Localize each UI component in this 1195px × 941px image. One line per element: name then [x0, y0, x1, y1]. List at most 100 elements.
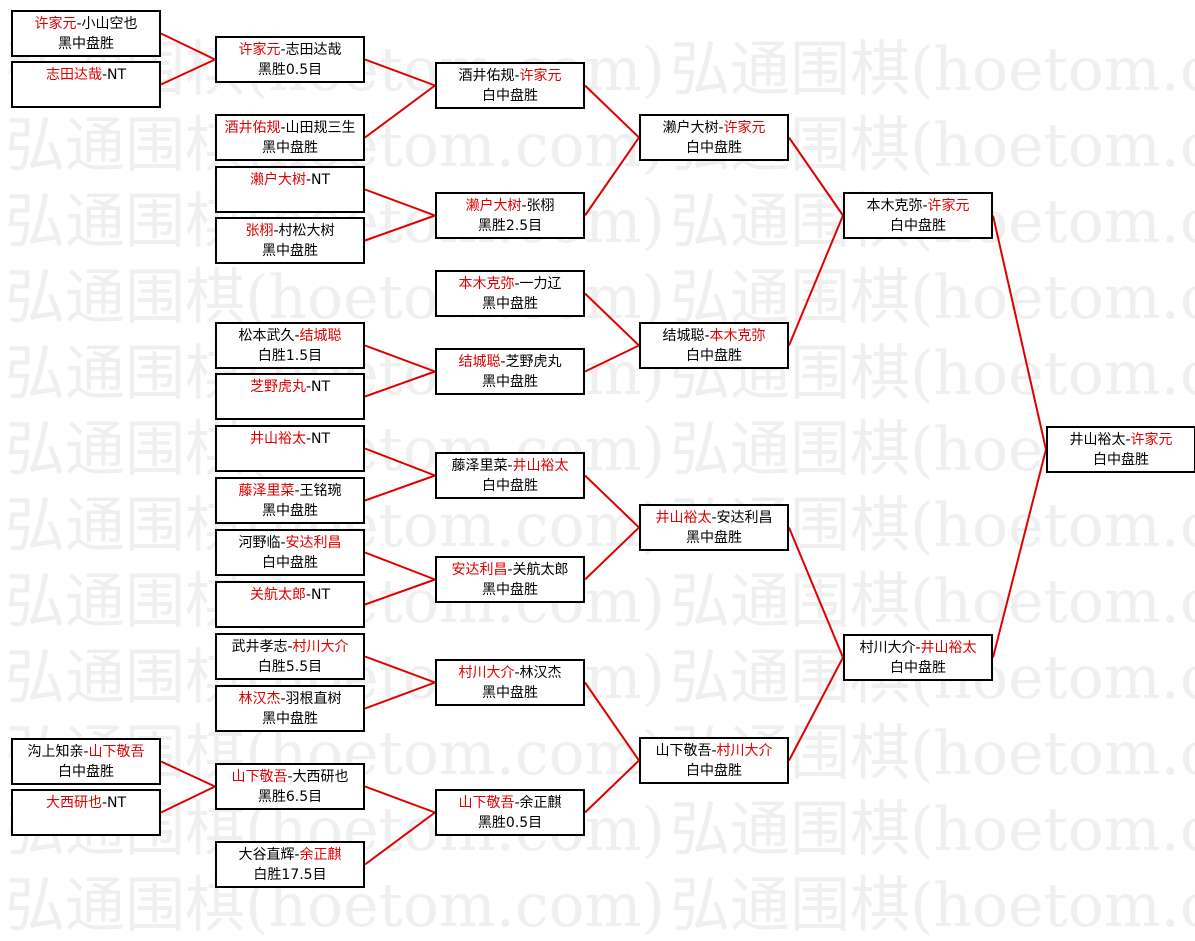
winner-name: 本木克弥 — [709, 328, 766, 344]
player-name: 关航太郎 — [512, 562, 569, 578]
match-box: 武井孝志-村川大介白胜5.5目 — [215, 633, 365, 680]
match-box: 张栩-村松大树黑中盘胜 — [215, 217, 365, 264]
connector-line — [364, 188, 436, 217]
match-players: 本木克弥-一力辽 — [437, 274, 583, 294]
match-box: 藤泽里菜-王铭琬黑中盘胜 — [215, 477, 365, 524]
match-result: 白中盘胜 — [686, 763, 742, 779]
match-players: 结城聪-芝野虎丸 — [437, 352, 583, 372]
bracket-connectors — [160, 32, 1047, 866]
match-result — [217, 397, 363, 417]
match-box: 河野临-安达利昌白中盘胜 — [215, 529, 365, 576]
match-box: 许家元-小山空也黑中盘胜 — [11, 10, 161, 57]
player-name: 本木克弥 — [866, 198, 923, 214]
connector-line — [584, 136, 640, 217]
player-name: 大西研也 — [292, 769, 349, 785]
match-players: 山下敬吾-余正麒 — [437, 793, 583, 813]
match-result: 白中盘胜 — [262, 555, 318, 571]
player-separator: - — [711, 743, 717, 759]
player-name: 山下敬吾 — [655, 743, 712, 759]
match-result — [217, 449, 363, 469]
player-name: 大谷直辉 — [238, 847, 295, 863]
match-result: 黑中盘胜 — [262, 243, 318, 259]
match-box: 大西研也-NT — [11, 789, 161, 836]
player-separator: - — [704, 328, 710, 344]
player-name: 武井孝志 — [231, 639, 288, 655]
player-separator: - — [280, 535, 286, 551]
match-players: 酒井佑规-许家元 — [437, 66, 583, 86]
match-players: 张栩-村松大树 — [217, 221, 363, 241]
winner-name: 井山裕太 — [920, 640, 977, 656]
winner-name: 关航太郎 — [249, 587, 306, 603]
connector-line — [584, 344, 640, 373]
match-box: 酒井佑规-山田规三生黑中盘胜 — [215, 114, 365, 161]
match-players: 村川大介-井山裕太 — [845, 638, 991, 658]
winner-name: 井山裕太 — [512, 458, 569, 474]
match-result: 白胜1.5目 — [257, 348, 323, 364]
player-name: 村川大介 — [859, 640, 916, 656]
player-separator: - — [1125, 432, 1131, 448]
winner-name: 芝野虎丸 — [249, 379, 306, 395]
player-name: 村松大树 — [278, 223, 335, 239]
winner-name: 井山裕太 — [249, 431, 306, 447]
match-result: 黑胜6.5目 — [257, 789, 323, 805]
match-box: 井山裕太-安达利昌黑中盘胜 — [639, 504, 789, 551]
match-players: 大谷直辉-余正麒 — [217, 845, 363, 865]
match-result: 白胜17.5目 — [253, 867, 327, 883]
match-result: 白中盘胜 — [890, 218, 946, 234]
player-separator: - — [101, 67, 108, 83]
winner-name: 许家元 — [1130, 432, 1173, 448]
winner-name: 许家元 — [723, 120, 766, 136]
player-name: 河野临 — [238, 535, 281, 551]
match-box: 山下敬吾-余正麒黑胜0.5目 — [435, 789, 585, 836]
match-box: 井山裕太-NT — [215, 425, 365, 472]
winner-name: 许家元 — [238, 42, 281, 58]
connector-line — [364, 655, 436, 684]
winner-name: 安达利昌 — [451, 562, 508, 578]
connector-line — [584, 681, 640, 762]
match-result — [13, 813, 159, 833]
connector-line — [584, 292, 640, 347]
player-name: 余正麒 — [519, 795, 562, 811]
player-name: 一力辽 — [519, 276, 562, 292]
match-players: 芝野虎丸-NT — [217, 377, 363, 397]
player-separator: - — [507, 562, 513, 578]
match-result: 黑中盘胜 — [262, 711, 318, 727]
match-result: 黑胜0.5目 — [477, 815, 543, 831]
match-players: 大西研也-NT — [13, 793, 159, 813]
winner-name: 余正麒 — [299, 847, 342, 863]
connector-line — [364, 811, 436, 866]
winner-name: 井山裕太 — [655, 510, 712, 526]
connector-line — [364, 785, 436, 814]
match-result: 黑胜0.5目 — [257, 62, 323, 78]
winner-name: 村川大介 — [292, 639, 349, 655]
player-separator: - — [287, 639, 293, 655]
player-name: NT — [311, 379, 331, 395]
player-separator: - — [280, 42, 286, 58]
winner-name: 许家元 — [519, 68, 562, 84]
connector-line — [160, 32, 216, 61]
match-players: 山下敬吾-大西研也 — [217, 767, 363, 787]
player-separator: - — [514, 276, 520, 292]
connector-line — [364, 84, 436, 139]
winner-name: 结城聪 — [299, 328, 342, 344]
connector-line — [160, 760, 216, 788]
player-separator: - — [521, 198, 527, 214]
player-name: 酒井佑规 — [458, 68, 515, 84]
match-result — [217, 190, 363, 210]
connector-line — [788, 136, 844, 217]
winner-name: 安达利昌 — [285, 535, 342, 551]
winner-name: 村川大介 — [716, 743, 773, 759]
connector-line — [364, 551, 436, 581]
player-name: NT — [311, 431, 331, 447]
player-separator: - — [280, 120, 286, 136]
match-players: 结城聪-本木克弥 — [641, 326, 787, 346]
match-result: 白中盘胜 — [482, 88, 538, 104]
match-players: 许家元-小山空也 — [13, 14, 159, 34]
player-separator: - — [500, 354, 506, 370]
connector-line — [788, 215, 844, 346]
player-name: 安达利昌 — [716, 510, 773, 526]
connector-line — [364, 447, 436, 477]
match-result: 白胜5.5目 — [257, 659, 323, 675]
player-separator: - — [76, 16, 82, 32]
match-players: 村川大介-林汉杰 — [437, 663, 583, 683]
